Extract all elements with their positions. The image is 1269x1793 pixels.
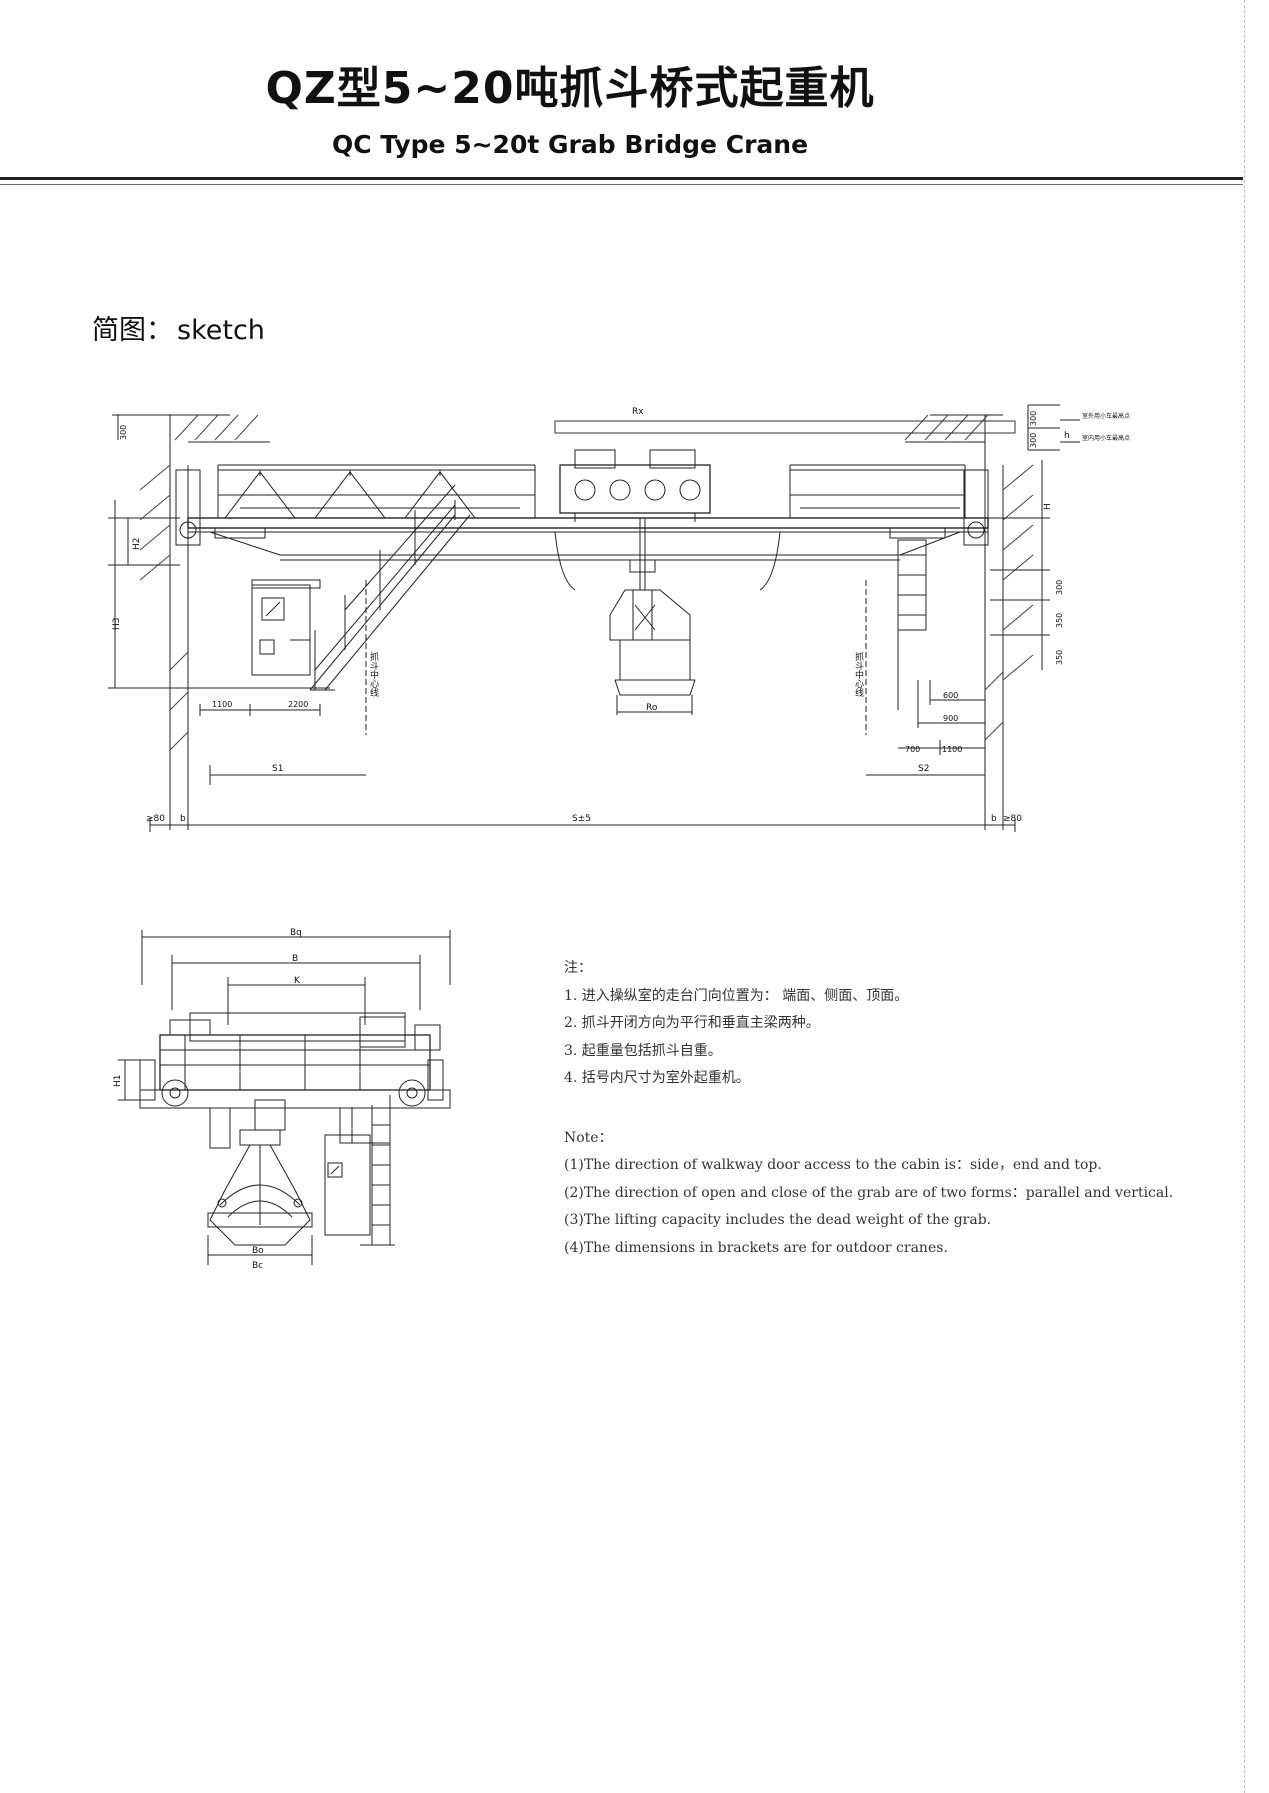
- dim-600: 600: [943, 691, 958, 700]
- grab-centerline-left: 抓斗中心线: [368, 651, 379, 697]
- dim-900: 900: [943, 714, 958, 723]
- dim-300-top: 300: [1029, 411, 1038, 426]
- sketch-label: 简图：sketch: [92, 308, 269, 347]
- dim-1100-right: 1100: [942, 745, 962, 754]
- page-edge: [1244, 0, 1249, 1793]
- sketch-label-cn: 简图：: [92, 315, 173, 346]
- notes-block: 注： 1. 进入操纵室的走台门向位置为： 端面、侧面、顶面。 2. 抓斗开闭方向…: [564, 955, 1173, 1262]
- notes-en-item: (1)The direction of walkway door access …: [564, 1157, 1102, 1173]
- sketch-label-en: sketch: [177, 315, 265, 346]
- side-view-drawing: Bq B K H1 Bo Bc: [113, 928, 451, 1271]
- notes-spacer: [564, 1093, 1173, 1125]
- dim-h: H: [1043, 503, 1053, 510]
- dim-2200: 2200: [288, 700, 308, 709]
- notes-en-heading: Note：: [564, 1129, 613, 1146]
- dim-gte80-left: ≥80: [146, 814, 165, 824]
- dim-span: S±5: [572, 814, 591, 824]
- page-subtitle: QC Type 5~20t Grab Bridge Crane: [331, 130, 809, 159]
- dim-k: K: [294, 976, 301, 986]
- notes-cn-item: 3. 起重量包括抓斗自重。: [564, 1042, 722, 1059]
- note-outdoor-trolley: 室外用小车最高点: [1082, 412, 1130, 420]
- dim-s2: S2: [918, 764, 929, 774]
- header-rule-thin: [0, 184, 1243, 185]
- notes-cn-item: 4. 括号内尺寸为室外起重机。: [564, 1070, 750, 1086]
- dim-300-right: 300: [1029, 433, 1038, 448]
- notes-cn-item: 2. 抓斗开闭方向为平行和垂直主梁两种。: [564, 1015, 820, 1031]
- grab-centerline-right: 抓斗中心线: [853, 651, 864, 697]
- dim-gte80-right: ≥80: [1003, 814, 1022, 824]
- dim-350-b: 350: [1055, 650, 1064, 665]
- dim-h3: H3: [112, 618, 122, 631]
- header-rule: [0, 177, 1243, 180]
- dim-b-left: b: [180, 814, 186, 824]
- elevation-drawing: Rx Ro H H2 H3 h S1 S2 S±5 b b ≥80 ≥80 抓斗…: [108, 404, 1130, 832]
- notes-cn-heading: 注：: [564, 960, 592, 976]
- dim-s1: S1: [272, 764, 283, 774]
- dim-b: B: [292, 954, 298, 964]
- note-indoor-trolley: 室内用小车最高点: [1082, 434, 1130, 442]
- dim-300-mid: 300: [1055, 580, 1064, 595]
- dim-h-top: h: [1064, 431, 1070, 441]
- dim-ro: Ro: [646, 703, 658, 713]
- page-title: QZ型5~20吨抓斗桥式起重机: [265, 63, 875, 114]
- notes-en-item: (3)The lifting capacity includes the dea…: [564, 1212, 992, 1228]
- dim-bq: Bq: [290, 928, 302, 938]
- dim-300-left: 300: [119, 425, 128, 440]
- dim-700: 700: [905, 745, 920, 754]
- dim-rx: Rx: [632, 407, 644, 417]
- notes-en-item: (4)The dimensions in brackets are for ou…: [564, 1239, 948, 1256]
- dim-1100-left: 1100: [212, 700, 232, 709]
- dim-bo: Bo: [252, 1246, 264, 1256]
- dim-bc: Bc: [252, 1261, 263, 1271]
- dim-h1: H1: [113, 1075, 123, 1088]
- notes-cn-item: 1. 进入操纵室的走台门向位置为： 端面、侧面、顶面。: [564, 987, 909, 1004]
- notes-en-item: (2)The direction of open and close of th…: [564, 1184, 1174, 1201]
- dim-b-right: b: [991, 814, 997, 824]
- dim-h2: H2: [132, 538, 142, 551]
- dim-350-a: 350: [1055, 613, 1064, 628]
